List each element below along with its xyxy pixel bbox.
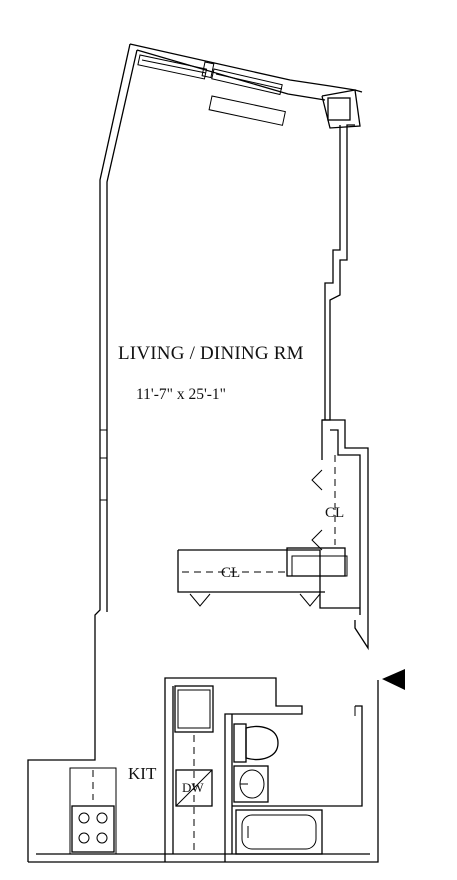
- interior-walls: [164, 677, 363, 862]
- closet-right: [311, 455, 336, 551]
- room-label-kitchen: KIT: [128, 764, 157, 783]
- left-wall-window: [100, 429, 107, 501]
- room-dimensions-living-dining: 11'-7" x 25'-1": [136, 386, 226, 403]
- bathtub-icon: [235, 809, 323, 855]
- exterior-walls: [27, 43, 379, 863]
- room-label-closet-right: CL: [325, 505, 345, 521]
- kitchen-counter: [69, 685, 214, 855]
- sink-icon: [233, 765, 269, 803]
- dishwasher: [175, 769, 213, 807]
- windows: [137, 54, 361, 129]
- dishwasher-label: DW: [182, 780, 204, 795]
- room-name-living-dining: LIVING / DINING RM: [118, 343, 304, 364]
- toilet-icon: [233, 723, 279, 763]
- entry-arrow-icon: [382, 669, 405, 690]
- room-label-closet-left: CL: [221, 565, 241, 581]
- closet-left: [177, 547, 360, 609]
- stove-icon: [71, 805, 115, 853]
